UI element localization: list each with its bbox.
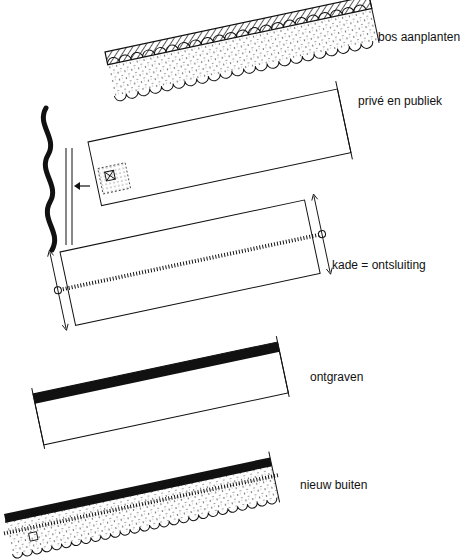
shrub-outline	[5, 462, 270, 523]
band-label: privé en publiek	[358, 94, 442, 108]
access-arrowhead	[74, 182, 80, 190]
shrub-outline	[114, 41, 373, 102]
waterway	[43, 108, 54, 250]
quay-band	[46, 193, 334, 331]
band-label: nieuw buiten	[300, 478, 367, 492]
band-label: kade = ontsluiting	[332, 258, 426, 272]
forest-band	[104, 0, 380, 102]
band-label: bos aanplanten	[378, 30, 460, 44]
shrub-outline	[106, 4, 365, 65]
estate-band	[0, 450, 285, 559]
band-label: ontgraven	[310, 370, 363, 384]
road-edge	[66, 148, 67, 245]
excavation-band	[32, 336, 289, 449]
shrub-outline	[13, 498, 278, 559]
plot-band	[86, 81, 352, 212]
road-edge	[72, 148, 73, 245]
